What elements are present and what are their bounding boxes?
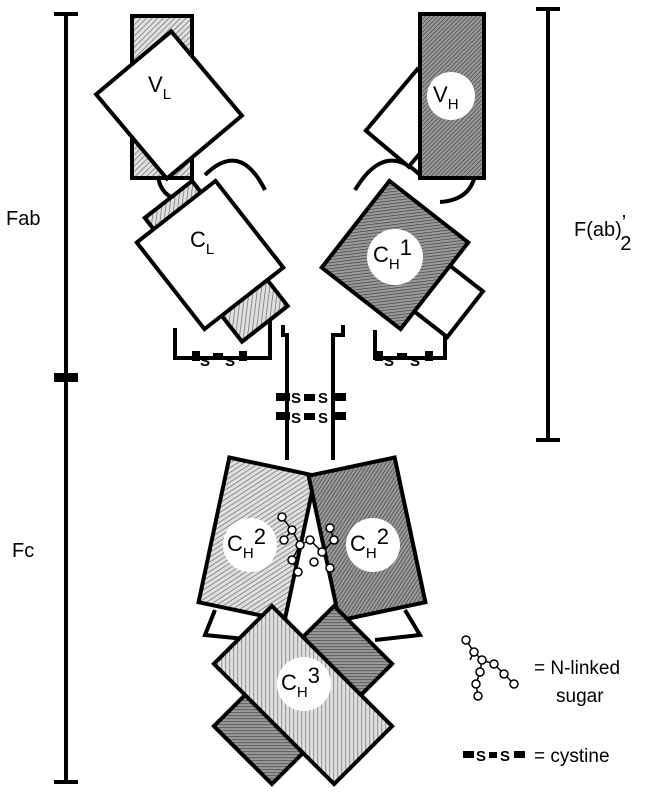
cl-label-sub: L — [206, 241, 214, 258]
ch2-left-label-main: C — [227, 531, 243, 556]
vh-label-main: V — [433, 82, 448, 107]
fc-label: Fc — [12, 540, 34, 562]
cl-domain — [133, 178, 287, 332]
vh-label-badge — [427, 72, 475, 120]
ch1-label-main: C — [373, 242, 389, 267]
ch2-left-label: CH2 — [227, 524, 266, 562]
ch2-left-label-badge — [223, 518, 277, 572]
fab2-label: F(ab)’2 — [574, 212, 631, 255]
legend-cystine-s1: S — [476, 748, 486, 765]
hinge-upper-s2: S — [318, 390, 328, 407]
vh-label-sub: H — [448, 96, 459, 113]
disulfide-right-s2: S — [410, 353, 420, 370]
fab2-label-sub: 2 — [620, 233, 631, 255]
vl-label-sub: L — [163, 86, 171, 103]
ch3-label: CH3 — [281, 663, 320, 701]
left-vc-arc — [203, 158, 267, 191]
vl-label-main: V — [148, 72, 163, 97]
ch3-label-main: C — [281, 670, 297, 695]
right-vc-arc — [353, 158, 422, 192]
ch2-right-label-sup: 2 — [377, 524, 389, 549]
fab-label: Fab — [6, 208, 40, 230]
right-fab-arm — [318, 12, 486, 340]
left-fab-arm — [93, 14, 291, 345]
disulfide-right-s1: S — [384, 353, 394, 370]
cl-label: CL — [190, 227, 214, 258]
vl-label: VL — [148, 72, 171, 103]
hinge-upper-s1: S — [291, 390, 301, 407]
disulfide-left-s1: S — [200, 353, 210, 370]
legend-cystine-s2: S — [500, 748, 510, 765]
legend-sugar-label-line2: sugar — [556, 686, 604, 707]
hinge-lower-s2: S — [318, 410, 328, 427]
ch2-right-label-main: C — [350, 531, 366, 556]
legend-cystine-label: = cystine — [534, 746, 610, 767]
ch2-left-label-sup: 2 — [254, 524, 266, 549]
hinge-disulfide-upper: S S — [276, 390, 346, 407]
ch2-right-label-badge — [346, 518, 400, 572]
fab2-label-prime: ’ — [622, 212, 626, 234]
ch2-left-label-sub: H — [243, 545, 254, 562]
n-linked-sugar-cluster — [277, 512, 339, 577]
disulfide-left: S S — [192, 351, 247, 370]
ch1-label-sub: H — [389, 256, 400, 273]
legend-sugar-icon — [461, 635, 519, 701]
ch3-label-sub: H — [297, 684, 308, 701]
fab-fc-scale-bar — [54, 12, 78, 784]
ch3-label-sup: 3 — [308, 663, 320, 688]
ch2-right-label: CH2 — [350, 524, 389, 562]
ch3-label-badge — [277, 657, 331, 711]
hinge-disulfide-lower: S S — [276, 410, 346, 427]
cl-label-main: C — [190, 227, 206, 252]
legend-cystine-icon: S S — [463, 748, 525, 765]
vl-domain — [93, 28, 245, 182]
disulfide-left-s2: S — [225, 353, 235, 370]
ch1-label: CH1 — [373, 235, 412, 273]
ch1-label-badge — [367, 229, 423, 285]
fab2-label-main: F(ab) — [574, 219, 622, 241]
legend-sugar-label: = N-linked — [534, 658, 620, 679]
fab2-scale-bar — [536, 7, 560, 442]
ch2-right-label-sub: H — [366, 545, 377, 562]
hinge-lower-s1: S — [291, 410, 301, 427]
vh-label: VH — [433, 82, 459, 113]
ch1-label-sup: 1 — [400, 235, 412, 260]
disulfide-right: S S — [375, 351, 433, 370]
